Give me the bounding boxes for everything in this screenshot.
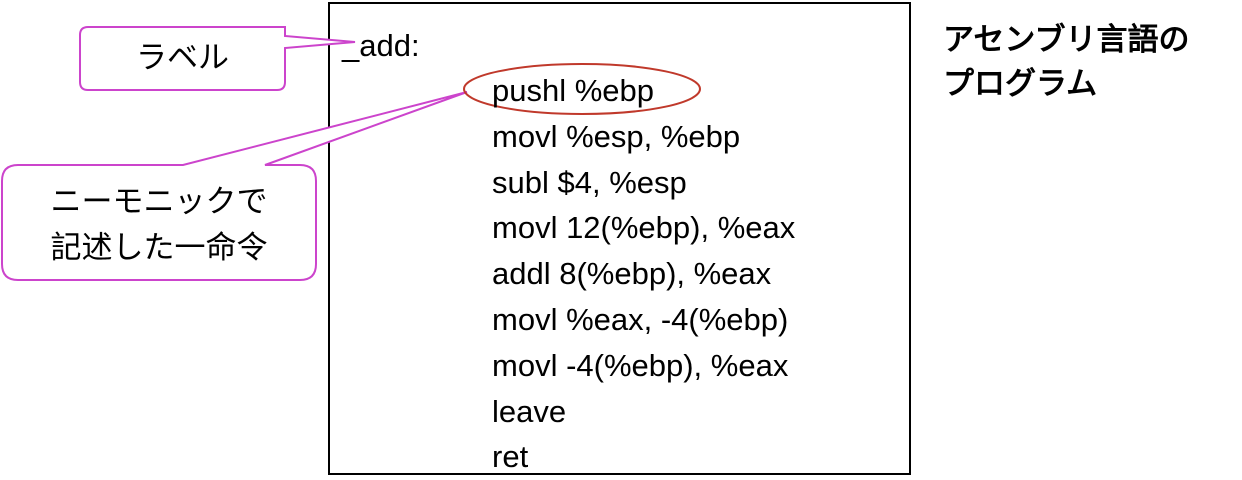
instruction-line: pushl %ebp <box>492 73 655 108</box>
mnemonic-callout-text-line2: 記述した一命令 <box>50 230 268 266</box>
label-callout-shape <box>79 26 356 91</box>
mnemonic-callout-shape <box>1 91 468 281</box>
label-callout-text: ラベル <box>136 40 229 76</box>
instruction-line: movl %eax, -4(%ebp) <box>492 301 789 337</box>
instruction-line: subl $4, %esp <box>492 164 687 200</box>
instruction-line: movl %esp, %ebp <box>492 118 741 154</box>
mnemonic-callout-text-line1: ニーモニックで <box>50 184 268 220</box>
title-line-2: プログラム <box>943 66 1098 102</box>
instruction-list: pushl %ebp movl %esp, %ebp subl $4, %esp… <box>492 68 795 480</box>
instruction-line: ret <box>492 439 529 475</box>
assembly-code-box <box>328 2 911 475</box>
pushl-highlight-ellipse <box>463 63 701 115</box>
assembly-label: _add: <box>342 28 420 63</box>
instruction-line: movl -4(%ebp), %eax <box>492 347 789 383</box>
title-line-1: アセンブリ言語の <box>943 22 1190 58</box>
instruction-line: addl 8(%ebp), %eax <box>492 256 772 292</box>
instruction-line: movl 12(%ebp), %eax <box>492 210 796 246</box>
instruction-line: leave <box>492 393 567 429</box>
diagram-title: アセンブリ言語の プログラム <box>943 18 1189 106</box>
